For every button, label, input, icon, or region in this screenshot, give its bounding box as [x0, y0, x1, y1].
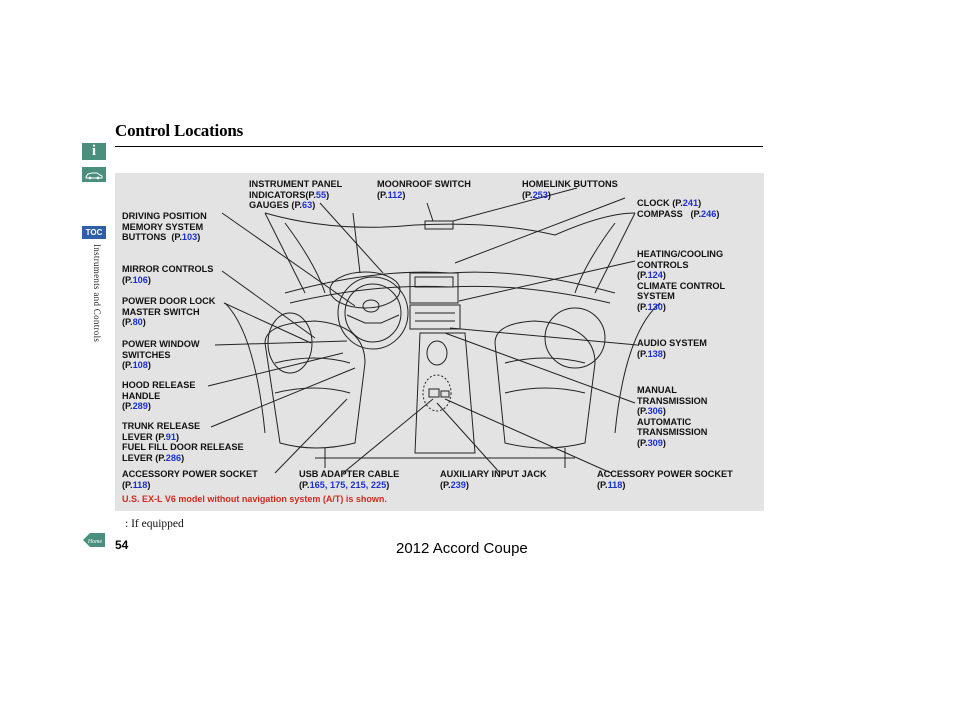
link-p63[interactable]: (P.63)	[291, 200, 316, 211]
section-label: Instruments and Controls	[92, 244, 102, 343]
model-name: 2012 Accord Coupe	[396, 540, 528, 557]
link-p138[interactable]: (P.138)	[637, 348, 666, 359]
label-homelink-buttons: HOMELINK BUTTONS (P.253)	[522, 179, 618, 200]
label-audio-system: AUDIO SYSTEM (P.138)	[637, 338, 707, 359]
link-p246[interactable]: (P.246)	[690, 208, 720, 219]
link-p118-right[interactable]: (P.118)	[597, 479, 626, 490]
label-trunk-fuel-release: TRUNK RELEASE LEVER (P.91) FUEL FILL DOO…	[122, 421, 244, 463]
link-p241[interactable]: (P.241)	[672, 198, 702, 208]
link-p239[interactable]: (P.239)	[440, 479, 469, 490]
label-transmission: MANUAL TRANSMISSION (P.306) AUTOMATIC TR…	[637, 385, 708, 448]
link-p55[interactable]: (P.55)	[305, 189, 330, 200]
title-rule	[115, 146, 763, 147]
label-moonroof-switch: MOONROOF SWITCH (P.112)	[377, 179, 471, 200]
link-p130[interactable]: (P.130)	[637, 301, 666, 312]
label-accessory-socket-right: ACCESSORY POWER SOCKET (P.118)	[597, 469, 733, 490]
link-p306[interactable]: (P.306)	[637, 406, 666, 417]
info-icon[interactable]: i	[82, 143, 106, 160]
page-title: Control Locations	[115, 121, 244, 140]
link-usb-pages[interactable]: (P.165, 175, 215, 225)	[299, 479, 390, 490]
link-p286[interactable]: (P.286)	[155, 452, 185, 463]
label-power-door-lock: POWER DOOR LOCK MASTER SWITCH (P.80)	[122, 296, 216, 328]
page-number: 54	[115, 538, 129, 552]
link-p112[interactable]: (P.112)	[377, 189, 406, 200]
label-usb-adapter: USB ADAPTER CABLE (P.165, 175, 215, 225)	[299, 469, 400, 490]
label-accessory-socket-left: ACCESSORY POWER SOCKET (P.118)	[122, 469, 258, 490]
link-p118-left[interactable]: (P.118)	[122, 479, 151, 490]
link-p106[interactable]: (P.106)	[122, 274, 151, 285]
link-p103[interactable]: (P.103)	[171, 232, 201, 243]
car-interior-illustration	[207, 187, 661, 474]
link-p91[interactable]: (P.91)	[155, 431, 180, 442]
svg-text:Home: Home	[87, 539, 103, 545]
if-equipped-footnote: : If equipped	[125, 518, 184, 530]
model-note: U.S. EX-L V6 model without navigation sy…	[122, 494, 387, 504]
link-p108[interactable]: (P.108)	[122, 360, 151, 371]
link-p124[interactable]: (P.124)	[637, 270, 666, 281]
home-icon: Home	[83, 533, 105, 547]
link-p80[interactable]: (P.80)	[122, 317, 146, 328]
car-glyph	[85, 172, 103, 179]
label-hood-release: HOOD RELEASE HANDLE (P.289)	[122, 380, 196, 412]
label-heating-cooling: HEATING/COOLING CONTROLS (P.124) CLIMATE…	[637, 249, 726, 312]
label-instrument-panel: INSTRUMENT PANEL INDICATORS(P.55) GAUGES…	[249, 179, 343, 211]
home-button[interactable]: Home	[82, 532, 106, 548]
label-auxiliary-input: AUXILIARY INPUT JACK (P.239)	[440, 469, 547, 490]
toc-button[interactable]: TOC	[82, 226, 106, 239]
link-p289[interactable]: (P.289)	[122, 401, 151, 412]
link-p309[interactable]: (P.309)	[637, 437, 666, 448]
label-driving-position: DRIVING POSITION MEMORY SYSTEM BUTTONS (…	[122, 211, 207, 243]
label-power-window: POWER WINDOW SWITCHES (P.108)	[122, 339, 200, 371]
label-mirror-controls: MIRROR CONTROLS (P.106)	[122, 264, 214, 285]
link-p253[interactable]: (P.253)	[522, 189, 551, 200]
car-icon[interactable]	[82, 167, 106, 182]
label-clock-compass: CLOCK (P.241) COMPASS (P.246)	[637, 198, 720, 219]
